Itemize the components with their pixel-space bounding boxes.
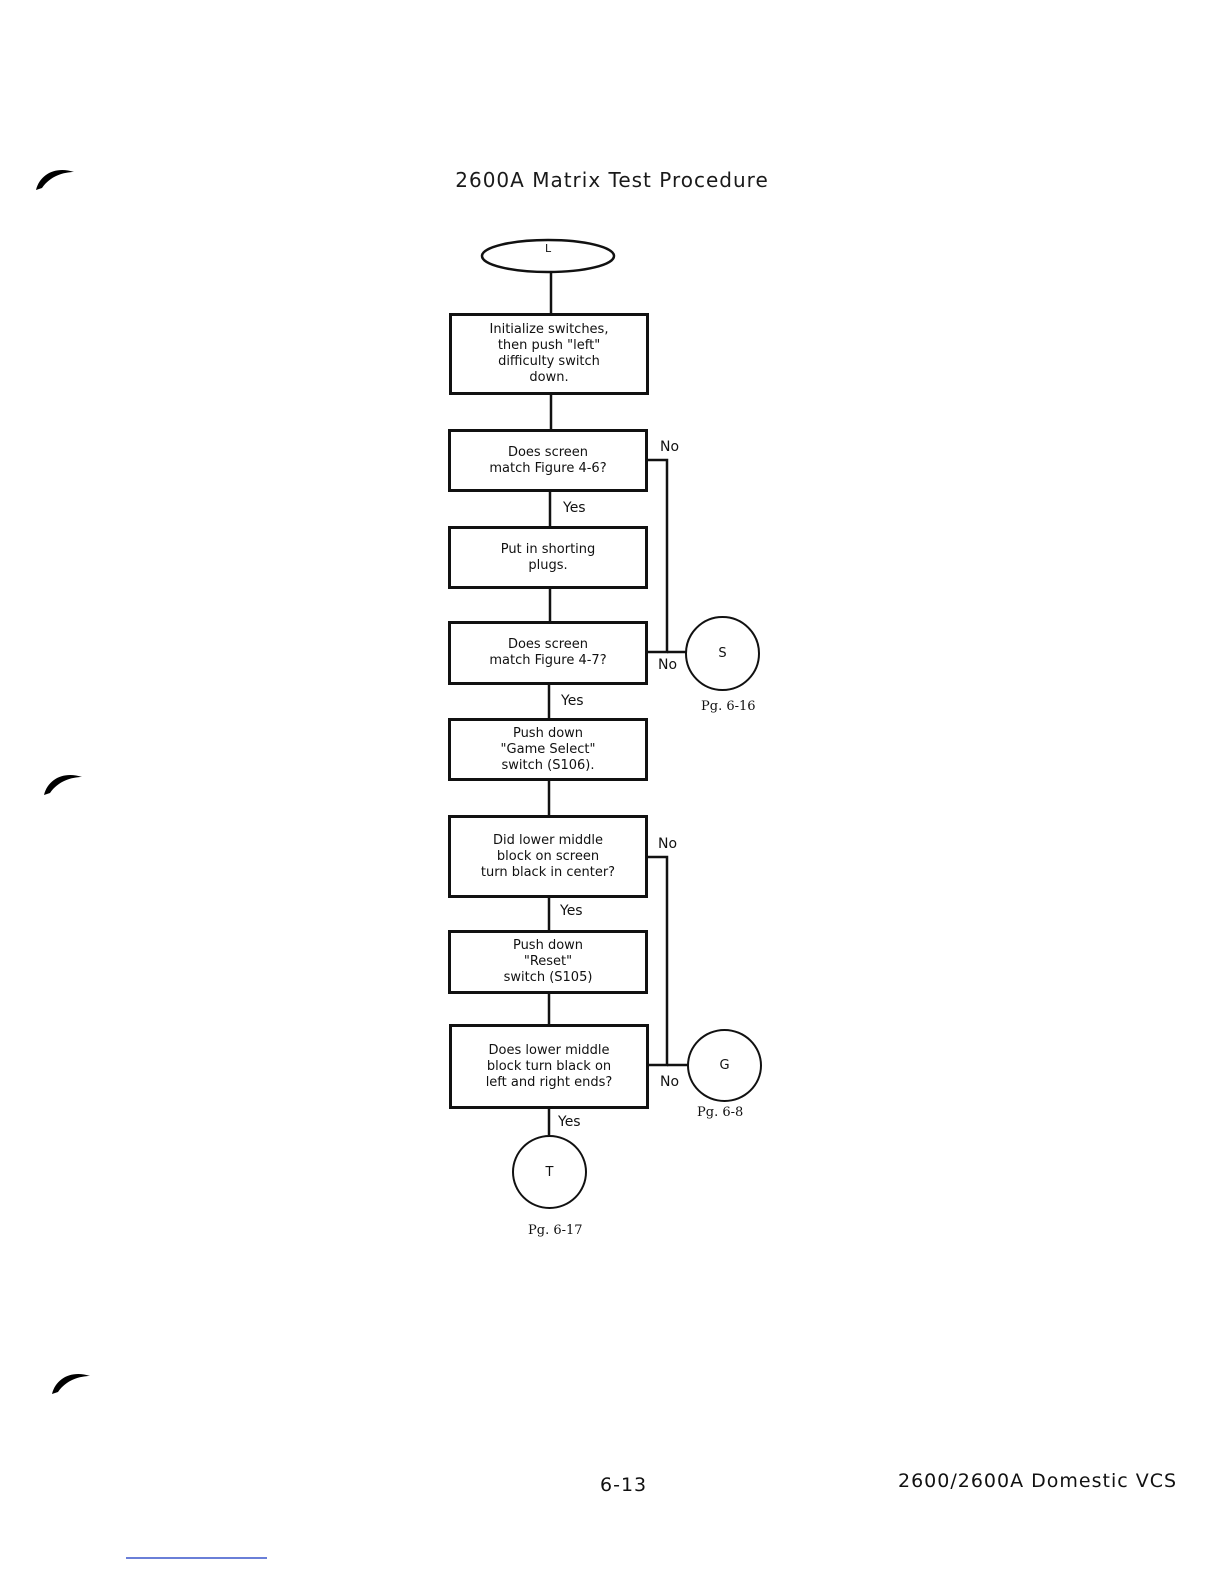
- decision-block-black-ends-text: Does lower middle block turn black on le…: [485, 1042, 613, 1090]
- start-terminator-label: L: [545, 242, 552, 255]
- step-shorting-plugs-text: Put in shorting plugs.: [500, 541, 596, 573]
- decision-match-figure-4-7: Does screen match Figure 4-7?: [448, 621, 648, 685]
- decision-block-black-ends: Does lower middle block turn black on le…: [449, 1024, 649, 1109]
- connector-s-page-ref: Pg. 6-16: [701, 699, 756, 714]
- connector-s-label: S: [718, 646, 727, 661]
- page-number: 6-13: [600, 1474, 648, 1496]
- connector-g-label: G: [719, 1058, 730, 1073]
- document-title: 2600/2600A Domestic VCS: [898, 1470, 1178, 1492]
- label-yes-q2: Yes: [561, 693, 584, 709]
- connector-s: S: [685, 616, 760, 691]
- label-no-q1: No: [660, 439, 680, 455]
- decision-match-figure-4-7-text: Does screen match Figure 4-7?: [489, 637, 607, 668]
- connector-g-page-ref: Pg. 6-8: [697, 1105, 744, 1120]
- label-no-q4: No: [660, 1074, 680, 1090]
- binder-hole-mark: [52, 1374, 90, 1394]
- label-yes-q4: Yes: [558, 1114, 581, 1130]
- step-reset-text: Push down "Reset" switch (S105): [503, 938, 593, 985]
- step-game-select: Push down "Game Select" switch (S106).: [448, 718, 648, 781]
- connector-t: T: [512, 1135, 587, 1209]
- binder-hole-mark: [36, 170, 74, 190]
- decision-block-black-center-text: Did lower middle block on screen turn bl…: [480, 832, 616, 880]
- step-shorting-plugs: Put in shorting plugs.: [448, 526, 648, 589]
- label-no-q2: No: [658, 657, 678, 673]
- scan-underline-mark: [126, 1557, 267, 1559]
- step-initialize-switches: Initialize switches, then push "left" di…: [449, 313, 649, 395]
- start-terminator-shape: [480, 238, 616, 274]
- step-reset: Push down "Reset" switch (S105): [448, 930, 648, 994]
- step-initialize-switches-text: Initialize switches, then push "left" di…: [489, 322, 609, 385]
- label-yes-q1: Yes: [563, 500, 586, 516]
- decision-match-figure-4-6: Does screen match Figure 4-6?: [448, 429, 648, 492]
- binder-hole-mark: [44, 775, 82, 795]
- page-title: 2600A Matrix Test Procedure: [455, 168, 769, 192]
- decision-block-black-center: Did lower middle block on screen turn bl…: [448, 815, 648, 898]
- decision-match-figure-4-6-text: Does screen match Figure 4-6?: [489, 444, 607, 476]
- label-no-q3: No: [658, 836, 678, 852]
- label-yes-q3: Yes: [560, 903, 583, 919]
- connector-t-page-ref: Pg. 6-17: [528, 1223, 583, 1238]
- step-game-select-text: Push down "Game Select" switch (S106).: [500, 725, 596, 773]
- connector-g: G: [687, 1029, 762, 1102]
- connector-t-label: T: [545, 1164, 554, 1180]
